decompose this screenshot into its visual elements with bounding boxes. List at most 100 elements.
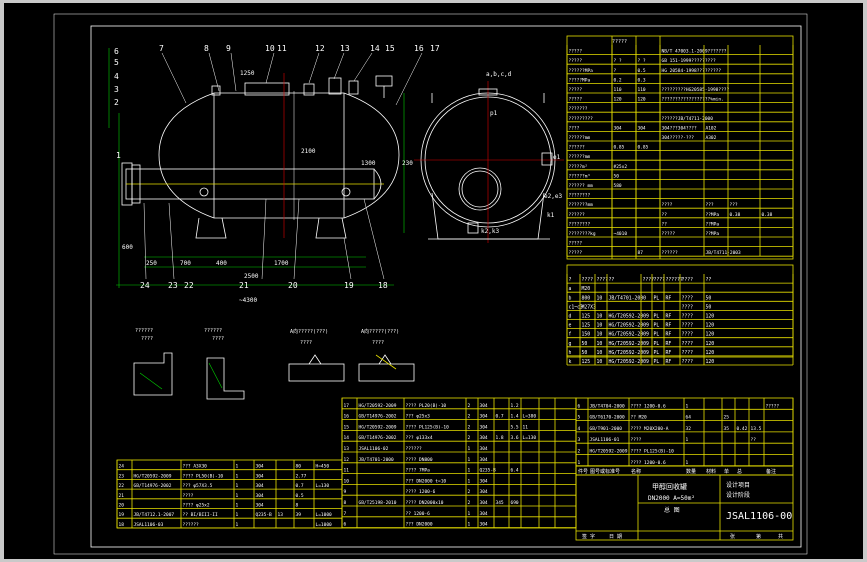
top-nozzle-a [211,85,221,96]
balloon-14: 14 [370,44,380,53]
bom-right-row-cell: ?? M20 [631,415,648,421]
top-nozzle-c [328,77,342,95]
dim-250-text: 250 [146,260,157,267]
spec-row-cell: ????????kg [569,231,596,237]
nozzle-row-cell: k [569,359,572,365]
spec-row-cell: ????? [569,241,583,247]
detail-4-hatch [375,354,397,370]
nozzle-row-cell: PL [654,323,660,329]
bom-mid-row-cell: 8 [344,500,347,506]
title-block: 甲醇回收罐 DN2000 A=50m² 总 图 设计项目 设计阶段 JSAL11… [575,474,794,541]
drawing-viewport[interactable]: 6 5 4 3 2 1 7 8 9 10 11 12 13 14 15 16 1 [4,3,863,559]
saddle-right [315,217,347,239]
bom-right-row-cell: ???? M20X200-A [631,426,669,432]
elevation-view: 6 5 4 3 2 1 7 8 9 10 11 12 13 14 15 16 1 [108,44,440,304]
balloon-leaders [143,52,423,280]
spec-row-cell: ??????mm [569,154,591,160]
spec-row-cell: ???? [569,125,580,131]
bom-left-row-cell: 1 [236,522,239,528]
sheet-outer-border [53,13,808,555]
balloon-12: 12 [315,44,325,53]
bom-right-row-cell: ???? PL125(B)-10 [631,449,675,455]
bom-mid-row-cell: 1.4 [511,414,519,420]
spec-row-cell: 120 [614,97,622,103]
dim-2500-text: 2500 [244,273,259,280]
bom-mid-row-cell: ???? PL125(B)-10 [406,424,450,430]
nozzle-row-cell: HG/T20592-2009 [609,314,650,320]
spec-row-cell: ????? [569,250,583,256]
bom-right-row-cell: 5 [578,415,581,421]
bom-left-row-cell: ??? φ57X3.5 [183,483,213,489]
balloon-11: 11 [277,44,287,53]
bom-left-row-cell: Q235-B [256,512,273,518]
bom-mid-row-cell: 1.8 [496,435,504,441]
nozzle-row-cell: ?? [609,277,615,283]
nozzle-row-cell: 120 [706,332,715,338]
balloon-1: 1 [116,151,121,160]
bom-mid-row-cell: 1 [468,468,471,474]
bom-mid-row-cell: 304 [480,511,488,517]
bom-left-row-cell: 1 [236,512,239,518]
bom-left-row-cell: 304 [256,493,264,499]
detail-4-subtitle: ???? [372,340,384,346]
bom-right-row-cell: 1 [686,403,689,409]
bom-mid-row-cell: 2 [468,424,471,430]
balloon-16: 16 [414,44,424,53]
nozzle-row-cell: ???? [682,323,694,329]
nozzle-row-cell: 10 [597,359,603,365]
nozzle-row-cell: ???? [682,350,694,356]
bom-right-row-cell: ???? [631,437,642,443]
bom-mid-row-cell: 2 [468,500,471,506]
drawing-number: JSAL1106-00 [726,511,792,522]
bom-right-row-cell: 64 [686,415,692,421]
spec-row-cell: ? ? [638,58,646,64]
detail-2-shape [206,357,245,400]
title-sign-5: 共 [778,533,783,540]
dim-2100-text: 2100 [301,148,316,155]
bom-left-row-cell: 1 [236,473,239,479]
spec-row-cell: ??????????????????%min. [662,97,724,103]
detail-4-weld [378,354,392,365]
spec-row-cell: ?? [662,212,668,218]
saddle-left [195,217,227,239]
balloon-21: 21 [239,281,249,290]
spec-row-cell: 304 [614,125,622,131]
side-label-k2k3: k2,k3 [481,228,499,235]
balloon-24: 24 [140,281,150,290]
title-sign-4: 第 [756,533,761,540]
balloon-9: 9 [226,44,231,53]
sheet-inner-border [90,25,802,548]
bom-mid-row-cell: GB/T25198-2010 [359,500,397,506]
bom-mid-row-cell: 12 [344,457,350,463]
bom-mid-row-cell: 304 [480,446,488,452]
nozzle-row-cell: 150 [582,332,591,338]
bom-right-row-cell: 1 [578,460,581,466]
nozzle-row-cell: 125 [582,323,591,329]
spec-row-cell: ?????? [569,212,586,218]
bom-mid-row-cell: 6 [344,522,347,528]
title-equipment-name: 甲醇回收罐 [652,482,687,491]
bom-mid-row-cell: 304 [480,500,488,506]
bom-right-row-cell: 0.42 [737,426,748,432]
bom-right-header-cell: 数量 [686,468,696,475]
spec-row-cell: ??MPa [706,212,720,218]
nozzle-row-cell: 10 [597,314,603,320]
nozzle-row-cell: 120 [706,350,715,356]
spec-row-cell: ?????????HG20585-1998???? [662,87,730,93]
nozzle-row-cell: HG/T20592-2009 [609,332,650,338]
bom-mid-row-cell: 304 [480,403,488,409]
bom-mid-row-cell: HG/T20592-2009 [359,403,397,409]
bom-right-header-cell: 件号 [578,468,588,475]
bom-mid-row-cell: 2 [468,403,471,409]
spec-row-cell: ????? [569,97,583,103]
nozzle-row-cell: ???? [682,277,694,283]
detail-1-title: ?????? [135,328,153,334]
spec-row-cell: ?????m² [569,164,588,170]
bom-right-row-cell: 13.5 [751,426,762,432]
nozzle-row-cell: RF [666,341,672,347]
nozzle-row-cell: ???? [654,277,666,283]
nozzle-row-cell: 800 [582,295,591,301]
nozzle-row-cell: PL [654,359,660,365]
